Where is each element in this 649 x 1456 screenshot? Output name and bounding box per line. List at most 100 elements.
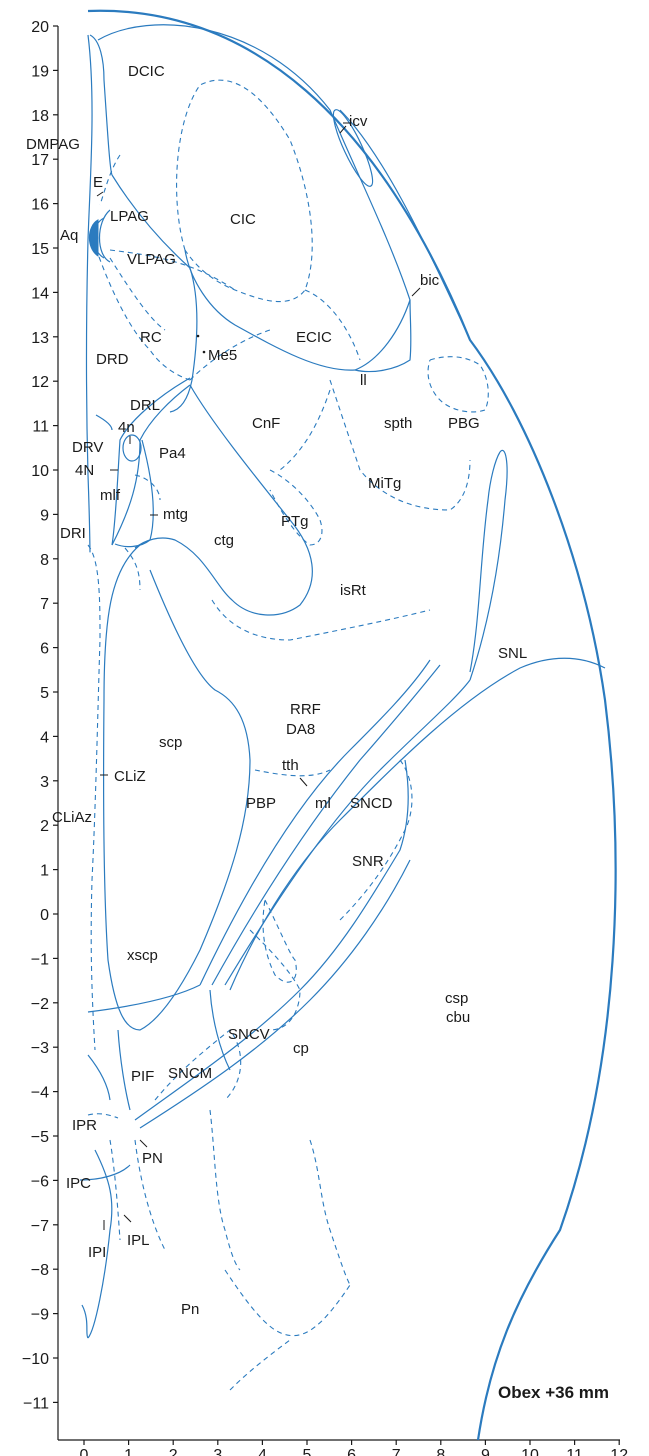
label-isrt: isRt: [340, 582, 367, 599]
y-tick-label: −4: [31, 1085, 49, 1102]
y-tick-label: 3: [40, 774, 49, 791]
label-me5: Me5: [208, 347, 237, 364]
label-dcic: DCIC: [128, 63, 165, 80]
label-cp: cp: [293, 1040, 309, 1057]
label-snl: SNL: [498, 645, 527, 662]
label-sncm: SNCM: [168, 1065, 212, 1082]
y-tick-label: 13: [31, 330, 49, 347]
y-axis: 20191817161514131211109876543210−1−2−3−4…: [22, 19, 59, 1440]
label-ipi: IPI: [88, 1244, 106, 1261]
label-mlf: mlf: [100, 487, 121, 504]
label-4n: 4n: [118, 419, 135, 436]
label-pbg: PBG: [448, 415, 480, 432]
label-ipc: IPC: [66, 1175, 91, 1192]
label-drv: DRV: [72, 439, 103, 456]
y-tick-label: −11: [23, 1395, 49, 1412]
region-labels: DCIC DMPAG E LPAG Aq VLPAG CIC icv bic R…: [26, 63, 527, 1318]
x-tick-label: 2: [169, 1447, 178, 1456]
y-tick-label: 16: [31, 197, 49, 214]
label-ecic: ECIC: [296, 329, 332, 346]
label-cnf: CnF: [252, 415, 280, 432]
x-tick-label: 1: [124, 1447, 133, 1456]
label-rrf: RRF: [290, 701, 321, 718]
x-tick-label: 6: [347, 1447, 356, 1456]
x-tick-label: 8: [436, 1447, 445, 1456]
x-tick-label: 7: [392, 1447, 401, 1456]
y-tick-label: −2: [31, 996, 49, 1013]
label-e: E: [93, 174, 103, 191]
y-tick-label: 18: [31, 108, 49, 125]
label-ml: ml: [315, 795, 331, 812]
y-tick-label: 9: [40, 507, 49, 524]
label-pn: Pn: [181, 1301, 199, 1318]
y-tick-label: 12: [31, 374, 49, 391]
label-drl: DRL: [130, 397, 160, 414]
label-dri: DRI: [60, 525, 86, 542]
label-ll: ll: [360, 372, 367, 389]
label-scp: scp: [159, 734, 182, 751]
x-tick-label: 10: [521, 1447, 539, 1456]
y-tick-label: −6: [31, 1173, 49, 1190]
label-mitg: MiTg: [368, 475, 401, 492]
label-snr: SNR: [352, 853, 384, 870]
y-tick-label: −1: [31, 951, 49, 968]
label-icv: icv: [349, 113, 368, 130]
label-pn-upper: PN: [142, 1150, 163, 1167]
y-tick-label: −9: [31, 1307, 49, 1324]
y-tick-label: −5: [31, 1129, 49, 1146]
y-tick-label: −7: [31, 1218, 49, 1235]
solid-outlines: [79, 24, 606, 1339]
y-tick-label: 15: [31, 241, 49, 258]
outer-boundary: [87, 9, 617, 1441]
label-cic: CIC: [230, 211, 256, 228]
label-4N: 4N: [75, 462, 94, 479]
label-da8: DA8: [286, 721, 315, 738]
label-aq: Aq: [60, 227, 78, 244]
label-ipl: IPL: [127, 1232, 150, 1249]
label-pa4: Pa4: [159, 445, 186, 462]
label-ctg: ctg: [214, 532, 234, 549]
y-tick-label: 0: [40, 907, 49, 924]
x-tick-label: 5: [303, 1447, 312, 1456]
label-vlpag: VLPAG: [127, 251, 176, 268]
y-tick-label: −8: [31, 1262, 49, 1279]
y-tick-label: −10: [22, 1351, 49, 1368]
y-tick-label: 14: [31, 285, 49, 302]
label-csp: csp: [445, 990, 468, 1007]
y-tick-label: 1: [40, 863, 49, 880]
x-tick-label: 3: [213, 1447, 222, 1456]
obex-caption: Obex +36 mm: [498, 1383, 609, 1402]
y-tick-label: 4: [40, 729, 49, 746]
label-cliaz: CLiAz: [52, 809, 92, 826]
label-dmpag: DMPAG: [26, 136, 80, 153]
y-tick-label: 2: [40, 818, 49, 835]
label-cliz: CLiZ: [114, 768, 146, 785]
label-drd: DRD: [96, 351, 129, 368]
label-pif: PIF: [131, 1068, 154, 1085]
label-lpag: LPAG: [110, 208, 149, 225]
label-leader-lines: [96, 122, 421, 1230]
y-tick-label: 11: [32, 419, 49, 436]
label-xscp: xscp: [127, 947, 158, 964]
label-bic: bic: [420, 272, 440, 289]
x-tick-label: 9: [481, 1447, 490, 1456]
label-sncv: SNCV: [228, 1026, 270, 1043]
label-spth: spth: [384, 415, 412, 432]
y-tick-label: 5: [40, 685, 49, 702]
y-tick-label: 19: [31, 63, 49, 80]
y-tick-label: 6: [40, 641, 49, 658]
label-rc: RC: [140, 329, 162, 346]
y-tick-label: 17: [31, 152, 49, 169]
label-sncd: SNCD: [350, 795, 393, 812]
x-tick-label: 12: [610, 1447, 628, 1456]
x-tick-label: 0: [80, 1447, 89, 1456]
label-ipr: IPR: [72, 1117, 97, 1134]
y-tick-label: 8: [40, 552, 49, 569]
label-tth: tth: [282, 757, 299, 774]
x-tick-label: 4: [258, 1447, 267, 1456]
label-mtg: mtg: [163, 506, 188, 523]
dashed-outlines: [87, 79, 489, 1391]
x-tick-label: 11: [566, 1447, 583, 1456]
